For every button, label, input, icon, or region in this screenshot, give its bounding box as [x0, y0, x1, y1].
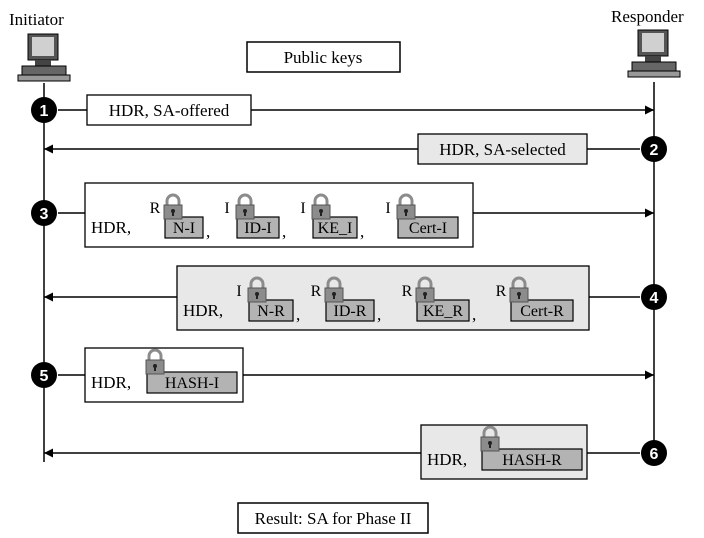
encrypted-field: Cert-I I	[385, 193, 459, 239]
field-separator: ,	[206, 222, 210, 241]
key-owner-label: I	[300, 200, 305, 217]
key-owner-label: R	[311, 283, 322, 300]
message-header: HDR, SA-selected	[439, 140, 566, 159]
field-background	[397, 216, 459, 239]
step-number: 6	[650, 446, 659, 463]
field-background	[248, 299, 294, 322]
field-background	[416, 299, 470, 322]
lock-icon	[235, 193, 255, 220]
step-number-circle	[31, 200, 57, 226]
message-box	[86, 94, 252, 126]
lock-icon	[145, 348, 165, 375]
result-box	[237, 502, 429, 534]
encrypted-field: ID-R R,	[311, 276, 381, 324]
lock-icon	[480, 425, 500, 452]
field-label: ID-I	[244, 220, 272, 237]
message-step-5: 5 HDR, HASH-I	[31, 347, 654, 403]
field-separator: ,	[296, 305, 300, 324]
lock-icon	[396, 193, 416, 220]
responder-label: Responder	[611, 7, 684, 26]
message-box	[417, 133, 588, 165]
field-background	[312, 216, 358, 239]
key-owner-label: I	[224, 200, 229, 217]
responder-computer-icon	[627, 29, 681, 78]
message-step-6: 6 HDR, HASH-R	[44, 424, 667, 480]
step-number-circle	[641, 136, 667, 162]
encrypted-field: KE_R R,	[402, 276, 476, 324]
field-label: N-I	[173, 220, 195, 237]
field-label: ID-R	[334, 303, 367, 320]
lock-icon	[509, 276, 529, 303]
message-header: HDR,	[91, 218, 131, 237]
step-number: 4	[650, 290, 659, 307]
message-header: HDR,	[427, 450, 467, 469]
field-label: HASH-R	[502, 452, 562, 469]
encrypted-field: N-I R,	[150, 193, 210, 241]
message-header: HDR,	[91, 373, 131, 392]
field-label: KE_I	[318, 220, 353, 237]
field-background	[481, 448, 583, 471]
message-step-2: 2 HDR, SA-selected	[44, 133, 667, 165]
public-keys-box	[246, 41, 401, 73]
step-number-circle	[641, 284, 667, 310]
field-background	[146, 371, 238, 394]
initiator-computer-icon	[17, 33, 71, 82]
field-background	[325, 299, 375, 322]
step-number: 5	[40, 368, 49, 385]
step-number-circle	[31, 97, 57, 123]
key-owner-label: R	[496, 283, 507, 300]
lock-icon	[415, 276, 435, 303]
message-header: HDR, SA-offered	[109, 101, 230, 120]
key-owner-label: R	[402, 283, 413, 300]
key-owner-label: I	[385, 200, 390, 217]
encrypted-field: HASH-I	[145, 348, 238, 394]
step-number: 1	[40, 103, 49, 120]
field-separator: ,	[377, 305, 381, 324]
step-number: 2	[650, 142, 659, 159]
field-background	[236, 216, 280, 239]
encrypted-field: KE_I I,	[300, 193, 364, 241]
field-label: HASH-I	[165, 375, 219, 392]
key-owner-label: R	[150, 200, 161, 217]
field-separator: ,	[282, 222, 286, 241]
encrypted-field: N-R I,	[236, 276, 300, 324]
field-label: Cert-R	[520, 303, 564, 320]
field-background	[164, 216, 204, 239]
field-label: KE_R	[423, 303, 463, 320]
key-owner-label: I	[236, 283, 241, 300]
encrypted-field: Cert-R R	[496, 276, 574, 322]
step-number-circle	[641, 440, 667, 466]
message-step-1: 1 HDR, SA-offered	[31, 94, 654, 126]
step-number-circle	[31, 362, 57, 388]
initiator-label: Initiator	[9, 10, 64, 29]
field-separator: ,	[360, 222, 364, 241]
encrypted-field: HASH-R	[480, 425, 583, 471]
field-label: Cert-I	[409, 220, 447, 237]
step-number: 3	[40, 206, 49, 223]
lock-icon	[247, 276, 267, 303]
public-keys-text: Public keys	[284, 48, 363, 67]
encrypted-field: ID-I I,	[224, 193, 286, 241]
field-background	[510, 299, 574, 322]
lock-icon	[324, 276, 344, 303]
lock-icon	[163, 193, 183, 220]
field-separator: ,	[472, 305, 476, 324]
message-header: HDR,	[183, 301, 223, 320]
lock-icon	[311, 193, 331, 220]
field-label: N-R	[257, 303, 285, 320]
result-text: Result: SA for Phase II	[255, 509, 412, 528]
